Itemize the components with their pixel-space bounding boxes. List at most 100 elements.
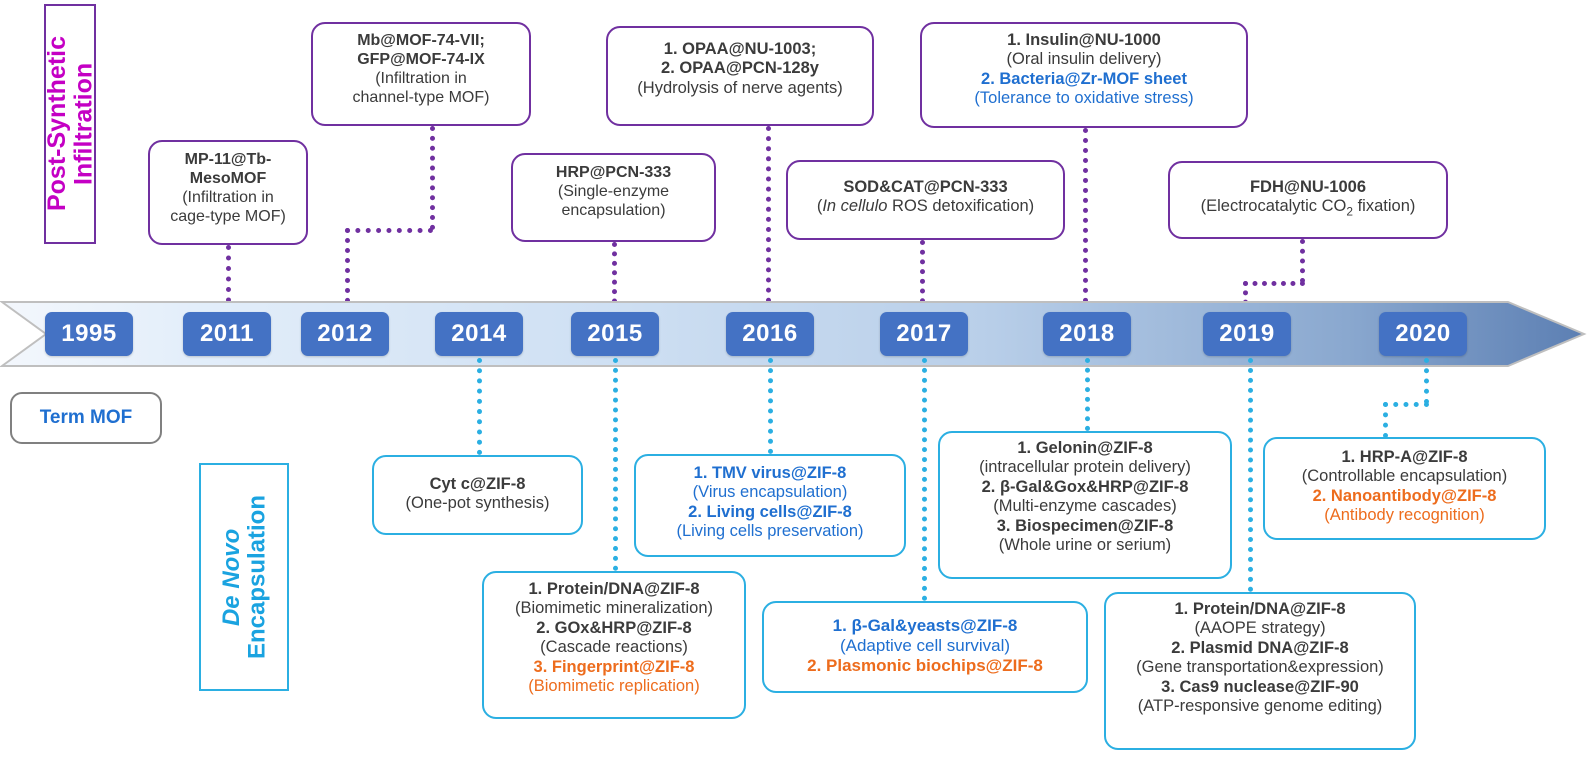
connector-2012-seg1 [430,126,435,230]
year-label: 2012 [317,320,373,347]
connector-2012-seg2 [345,228,433,233]
card-sub-line: channel-type MOF) [352,88,490,106]
card-opaa[interactable]: 1. OPAA@NU-1003; 2. OPAA@PCN-128y (Hydro… [606,26,874,126]
connector-2020-seg1 [1424,358,1429,404]
legend-denovo-line2: Encapsulation [243,494,270,660]
card-sub-line: (Antibody recognition) [1324,506,1485,525]
year-badge-2020[interactable]: 2020 [1379,312,1467,356]
card-sub-line: (Gene transportation&expression) [1136,658,1384,677]
card-sub-line: (Multi-enzyme cascades) [993,497,1177,516]
card-title-line: 3. Fingerprint@ZIF-8 [533,657,695,676]
connector-2017-top [920,240,925,313]
card-sub-line: (Living cells preservation) [676,522,864,541]
connector-2019-bottom [1248,358,1253,592]
card-sub-line: (Single-enzyme [557,182,670,200]
card-sub-line: (Electrocatalytic CO2 fixation) [1200,197,1416,219]
card-title-line: SOD&CAT@PCN-333 [843,178,1008,196]
legend-denovo-line1: De Novo [217,528,245,626]
connector-2019-seg1 [1300,239,1305,283]
card-bgal-yeasts-zif8[interactable]: 1. β-Gal&yeasts@ZIF-8 (Adaptive cell sur… [762,601,1088,693]
connector-2014-bottom [477,358,482,455]
card-title-line: 1. Protein/DNA@ZIF-8 [528,580,700,598]
year-badge-2012[interactable]: 2012 [301,312,389,356]
card-title-line: 2. Bacteria@Zr-MOF sheet [981,69,1187,88]
card-gelonin-zif8[interactable]: 1. Gelonin@ZIF-8 (intracellular protein … [938,431,1232,579]
legend-psi-line1: Post-Synthetic [42,36,71,212]
year-label: 2019 [1219,320,1275,347]
card-sub-line: (Adaptive cell survival) [839,636,1011,656]
card-title-line: 3. Biospecimen@ZIF-8 [996,516,1174,535]
year-badge-2011[interactable]: 2011 [183,312,271,356]
card-title-line: 3. Cas9 nuclease@ZIF-90 [1161,677,1359,696]
card-title-line: Cyt c@ZIF-8 [429,475,526,493]
card-hrp-a-zif8[interactable]: 1. HRP-A@ZIF-8 (Controllable encapsulati… [1263,437,1546,540]
card-sub-line: (Cascade reactions) [540,638,688,657]
card-cyt-c-zif8[interactable]: Cyt c@ZIF-8 (One-pot synthesis) [372,455,583,535]
card-title-line: 2. Nanoantibody@ZIF-8 [1312,486,1497,505]
card-title-line: 1. OPAA@NU-1003; [663,40,817,58]
card-sub-line: (ATP-responsive genome editing) [1137,697,1383,716]
connector-2012-seg3 [345,228,350,313]
card-title-line: HRP@PCN-333 [555,164,672,181]
year-label: 2011 [199,320,255,347]
connector-2015-bottom [613,358,618,571]
card-sub-line: (Infiltration in [375,69,467,87]
legend-psi-line2: Infiltration [69,62,97,186]
legend-de-novo-encapsulation: De Novo Encapsulation [199,463,289,691]
connector-2020-seg2 [1383,402,1429,407]
card-hrp-pcn-333[interactable]: HRP@PCN-333 (Single-enzyme encapsulation… [511,153,716,242]
year-badge-2014[interactable]: 2014 [435,312,523,356]
card-sub-line: (In cellulo ROS detoxification) [816,197,1035,216]
card-insulin-nu-1000[interactable]: 1. Insulin@NU-1000 (Oral insulin deliver… [920,22,1248,128]
card-title-line: 1. Protein/DNA@ZIF-8 [1174,600,1346,618]
card-sub-line: (Biomimetic mineralization) [514,599,714,618]
connector-2016-bottom [768,358,773,454]
card-sub-line: (Controllable encapsulation) [1301,467,1508,486]
connector-2016-top [766,126,771,313]
card-title-line: Mb@MOF-74-VII; [357,32,485,49]
year-label: 2018 [1059,320,1115,347]
year-badge-2016[interactable]: 2016 [726,312,814,356]
card-title-line: GFP@MOF-74-IX [357,50,485,68]
card-sod-cat-pcn-333[interactable]: SOD&CAT@PCN-333 (In cellulo ROS detoxifi… [786,160,1065,240]
card-protein-dna-2015[interactable]: 1. Protein/DNA@ZIF-8 (Biomimetic mineral… [482,571,746,719]
connector-2018-bottom [1085,358,1090,431]
subscript-2: 2 [1346,204,1354,219]
year-badge-2017[interactable]: 2017 [880,312,968,356]
card-mp11-tb-mesomof[interactable]: MP-11@Tb- MesoMOF (Infiltration in cage-… [148,140,308,245]
card-title-line: 1. HRP-A@ZIF-8 [1341,448,1468,466]
card-sub-line: (Tolerance to oxidative stress) [974,89,1194,108]
card-tmv-virus-zif8[interactable]: 1. TMV virus@ZIF-8 (Virus encapsulation)… [634,454,906,557]
card-mb-mof-74[interactable]: Mb@MOF-74-VII; GFP@MOF-74-IX (Infiltrati… [311,22,531,126]
card-protein-dna-2019[interactable]: 1. Protein/DNA@ZIF-8 (AAOPE strategy) 2.… [1104,592,1416,750]
term-mof-label: Term MOF [39,407,133,428]
card-title-line: 1. TMV virus@ZIF-8 [693,464,847,482]
year-badge-2019[interactable]: 2019 [1203,312,1291,356]
card-sub-line: (intracellular protein delivery) [979,458,1191,477]
card-sub-line: encapsulation) [561,201,666,219]
card-title-line: 2. Plasmid DNA@ZIF-8 [1171,638,1349,657]
legend-post-synthetic-infiltration: Post-Synthetic Infiltration [42,4,97,244]
year-badge-1995[interactable]: 1995 [45,312,133,356]
year-label: 2015 [587,320,643,347]
connector-2018-top [1083,128,1088,313]
term-mof-box[interactable]: Term MOF [10,392,162,444]
year-label: 1995 [61,320,117,347]
card-sub-line: (Virus encapsulation) [692,483,848,502]
card-title-line: 2. OPAA@PCN-128y [661,59,819,78]
card-title-line: 1. Insulin@NU-1000 [1007,31,1161,49]
connector-2015-top [612,242,617,313]
card-sub-line: (AAOPE strategy) [1194,619,1326,638]
year-label: 2017 [896,320,952,347]
year-badge-2018[interactable]: 2018 [1043,312,1131,356]
card-sub-line: (Hydrolysis of nerve agents) [637,78,843,97]
connector-2019-seg2 [1243,281,1305,286]
year-label: 2020 [1395,320,1451,347]
connector-2017-bottom [922,358,927,601]
year-badge-2015[interactable]: 2015 [571,312,659,356]
card-fdh-nu-1006[interactable]: FDH@NU-1006 (Electrocatalytic CO2 fixati… [1168,161,1448,239]
connector-2020-seg3 [1383,402,1388,438]
card-sub-line: (Infiltration in [182,188,274,206]
card-sub-line: (Whole urine or serium) [998,536,1172,555]
